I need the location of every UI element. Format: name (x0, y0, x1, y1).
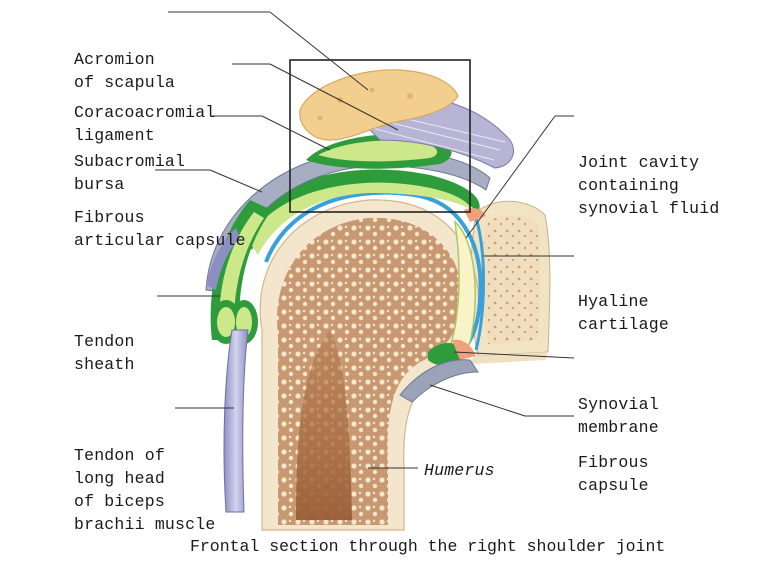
fibrous-articular-capsule (205, 148, 491, 293)
hyaline-cartilage (264, 190, 483, 362)
biceps-tendon (223, 329, 249, 513)
synovial-membrane-shape (240, 169, 480, 250)
leader-synovial (453, 351, 575, 359)
leader-lines (155, 11, 575, 469)
zoom-frame (289, 59, 471, 213)
figure-caption: Frontal section through the right should… (190, 537, 666, 556)
synovial-fold (452, 339, 476, 360)
glenoid-bone (470, 200, 551, 364)
label-humerus: Humerus (424, 461, 495, 480)
acromion-bone (299, 69, 459, 141)
fibrous-capsule-lower (399, 359, 479, 403)
humerus-bone (259, 199, 480, 531)
